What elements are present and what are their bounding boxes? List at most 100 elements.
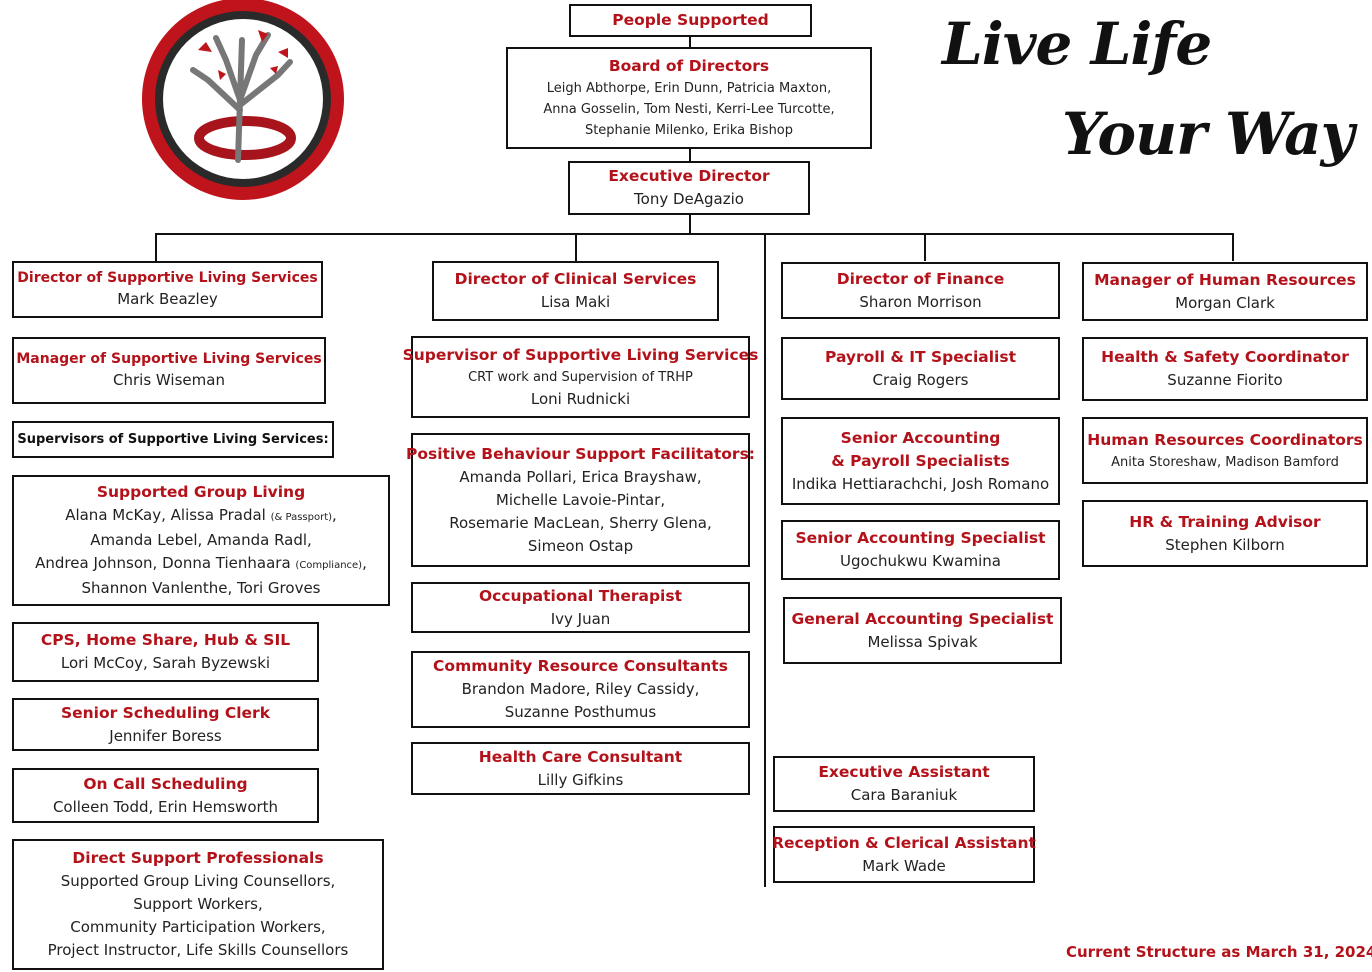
people-supported-box: People Supported (569, 4, 812, 37)
director-supportive-living-box: Director of Supportive Living Services M… (12, 261, 323, 318)
hr-coordinators-box: Human Resources Coordinators Anita Store… (1082, 417, 1368, 484)
connector (764, 233, 766, 887)
executive-director-title: Executive Director (608, 167, 770, 185)
box-title: Community Resource Consultants (433, 657, 728, 675)
box-line: Amanda Pollari, Erica Brayshaw, (459, 467, 702, 486)
manager-hr-box: Manager of Human Resources Morgan Clark (1082, 262, 1368, 321)
box-line: Andrea Johnson, Donna Tienhaara (Complia… (35, 552, 367, 577)
pbs-box: Positive Behaviour Support Facilitators:… (406, 433, 755, 567)
box-line: Project Instructor, Life Skills Counsell… (47, 941, 349, 959)
box-line: Simeon Ostap (527, 536, 634, 555)
box-title: Direct Support Professionals (72, 849, 324, 867)
box-name: Stephen Kilborn (1165, 535, 1285, 554)
box-name: Mark Wade (862, 856, 946, 875)
board-line: Leigh Abthorpe, Erin Dunn, Patricia Maxt… (546, 81, 832, 96)
box-name: Cara Baraniuk (850, 786, 958, 804)
box-name: Ugochukwu Kwamina (840, 552, 1001, 570)
board-line: Anna Gosselin, Tom Nesti, Kerri-Lee Turc… (543, 102, 835, 117)
box-name: Indika Hettiarachchi, Josh Romano (791, 474, 1050, 493)
payroll-it-box: Payroll & IT Specialist Craig Rogers (781, 337, 1060, 400)
director-clinical-box: Director of Clinical Services Lisa Maki (432, 261, 719, 321)
senior-accounting-payroll-box: Senior Accounting & Payroll Specialists … (781, 417, 1060, 505)
hr-training-box: HR & Training Advisor Stephen Kilborn (1082, 500, 1368, 567)
connector (689, 148, 691, 162)
box-title: Positive Behaviour Support Facilitators: (406, 444, 755, 463)
box-line: Amanda Lebel, Amanda Radl, (90, 531, 312, 549)
box-title: Senior Scheduling Clerk (60, 703, 271, 722)
box-title: CPS, Home Share, Hub & SIL (40, 631, 291, 649)
executive-director-box: Executive Director Tony DeAgazio (568, 161, 810, 215)
manager-supportive-living-box: Manager of Supportive Living Services Ch… (12, 337, 326, 404)
box-name: Mark Beazley (117, 290, 218, 308)
box-title: Senior Accounting (840, 428, 1001, 447)
box-title: Human Resources Coordinators (1087, 430, 1363, 449)
box-title: Payroll & IT Specialist (825, 347, 1016, 366)
cps-box: CPS, Home Share, Hub & SIL Lori McCoy, S… (12, 622, 319, 682)
box-title: Director of Clinical Services (454, 270, 697, 288)
ot-box: Occupational Therapist Ivy Juan (411, 582, 750, 633)
punct: , (362, 554, 367, 572)
box-name: Suzanne Fiorito (1167, 371, 1283, 389)
connector (689, 214, 691, 234)
box-name: Lori McCoy, Sarah Byzewski (60, 654, 271, 672)
note-text: (Compliance) (295, 560, 363, 571)
senior-accounting-box: Senior Accounting Specialist Ugochukwu K… (781, 520, 1060, 580)
box-title: General Accounting Specialist (791, 609, 1054, 628)
box-title: Health Care Consultant (478, 747, 683, 766)
general-accounting-box: General Accounting Specialist Melissa Sp… (783, 597, 1062, 664)
box-title: Senior Accounting Specialist (795, 529, 1046, 547)
connector (689, 36, 691, 48)
box-title: Supervisors of Supportive Living Service… (17, 432, 329, 447)
box-name: Craig Rogers (872, 370, 969, 389)
box-title: Manager of Supportive Living Services (16, 351, 322, 367)
slogan-line-2: Your Way (1062, 100, 1354, 168)
box-name: Melissa Spivak (867, 632, 978, 651)
box-title: Supervisor of Supportive Living Services (402, 345, 759, 364)
box-line: Community Participation Workers, (70, 918, 326, 936)
box-line: Michelle Lavoie-Pintar, (495, 490, 666, 509)
box-name: Colleen Todd, Erin Hemsworth (52, 797, 279, 816)
box-title: & Payroll Specialists (831, 451, 1010, 470)
box-title: Director of Finance (836, 269, 1005, 288)
supervisors-header-box: Supervisors of Supportive Living Service… (12, 421, 334, 458)
box-line: Rosemarie MacLean, Sherry Glena, (449, 513, 712, 532)
box-title: Manager of Human Resources (1094, 270, 1356, 289)
supported-group-living-box: Supported Group Living Alana McKay, Alis… (12, 475, 390, 606)
box-name: Ivy Juan (550, 609, 611, 628)
hcc-box: Health Care Consultant Lilly Gifkins (411, 742, 750, 795)
on-call-box: On Call Scheduling Colleen Todd, Erin He… (12, 768, 319, 823)
scheduling-clerk-box: Senior Scheduling Clerk Jennifer Boress (12, 698, 319, 751)
box-title: Executive Assistant (818, 763, 990, 781)
slogan-line-1: Live Life (942, 10, 1212, 78)
box-name: Anita Storeshaw, Madison Bamford (1111, 454, 1339, 470)
box-title: Health & Safety Coordinator (1101, 348, 1349, 366)
executive-assistant-box: Executive Assistant Cara Baraniuk (773, 756, 1035, 812)
name-text: Alana McKay, Alissa Pradal (65, 506, 271, 524)
box-name: Morgan Clark (1175, 293, 1275, 312)
connector (924, 233, 926, 261)
health-safety-box: Health & Safety Coordinator Suzanne Fior… (1082, 337, 1368, 401)
box-line: Alana McKay, Alissa Pradal (& Passport), (65, 504, 337, 529)
box-name: Lisa Maki (540, 293, 611, 311)
dsp-box: Direct Support Professionals Supported G… (12, 839, 384, 970)
crc-box: Community Resource Consultants Brandon M… (411, 651, 750, 728)
supervisor-clinical-box: Supervisor of Supportive Living Services… (403, 336, 758, 418)
people-supported-title: People Supported (612, 11, 769, 29)
box-name: Sharon Morrison (859, 292, 982, 311)
box-line: Suzanne Posthumus (504, 703, 657, 721)
box-title: Occupational Therapist (479, 586, 682, 605)
box-line: Shannon Vanlenthe, Tori Groves (81, 579, 321, 597)
name-text: Andrea Johnson, Donna Tienhaara (35, 554, 296, 572)
connector (575, 233, 577, 261)
punct: , (332, 506, 337, 524)
reception-box: Reception & Clerical Assistant Mark Wade (772, 826, 1036, 883)
box-title: HR & Training Advisor (1129, 512, 1321, 531)
board-title: Board of Directors (608, 57, 770, 75)
box-name: Lilly Gifkins (537, 770, 624, 789)
executive-director-name: Tony DeAgazio (634, 190, 744, 208)
board-box: Board of Directors Leigh Abthorpe, Erin … (506, 47, 872, 149)
box-line: Support Workers, (133, 895, 263, 913)
box-title: Director of Supportive Living Services (17, 270, 318, 286)
connector (155, 233, 157, 261)
box-subtitle: CRT work and Supervision of TRHP (468, 369, 693, 385)
